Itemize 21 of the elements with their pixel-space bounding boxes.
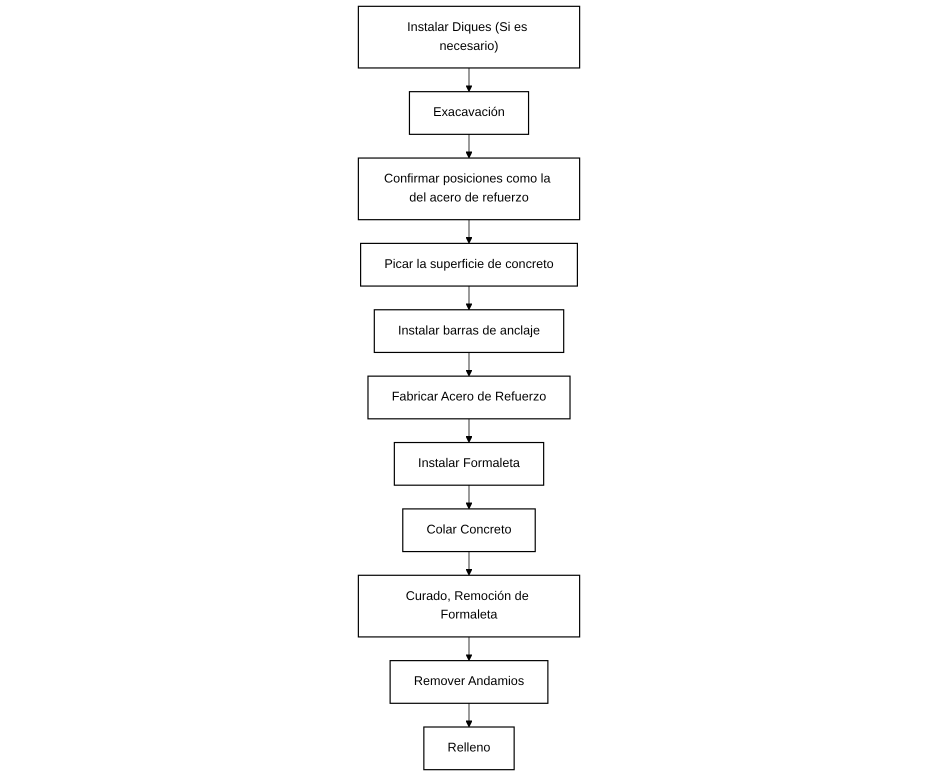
node-box: Curado, Remoción de Formaleta: [357, 574, 580, 638]
node-box: Picar la superficie de concreto: [360, 242, 578, 287]
arrow: [465, 551, 472, 576]
node-box: Remover Andamios: [389, 660, 548, 704]
arrow: [465, 134, 472, 158]
node-box: Instalar barras de anclaje: [373, 309, 564, 354]
node-box: Fabricar Acero de Refuerzo: [366, 376, 570, 420]
node-box: Confirmar posiciones como la del acero de refuerzo: [357, 157, 580, 220]
node-box: Exacavación: [408, 91, 529, 135]
arrow: [465, 702, 472, 728]
arrow: [465, 68, 472, 92]
arrow: [465, 484, 472, 510]
arrow: [465, 636, 472, 661]
node-box: Relleno: [422, 726, 514, 770]
node-box: Colar Concreto: [402, 508, 536, 552]
node-box: Instalar Diques (Si es necesario): [357, 6, 580, 69]
arrow: [465, 352, 472, 376]
arrow: [465, 219, 472, 244]
arrow: [465, 286, 472, 310]
node-box: Instalar Formaleta: [393, 442, 544, 486]
arrow: [465, 418, 472, 443]
